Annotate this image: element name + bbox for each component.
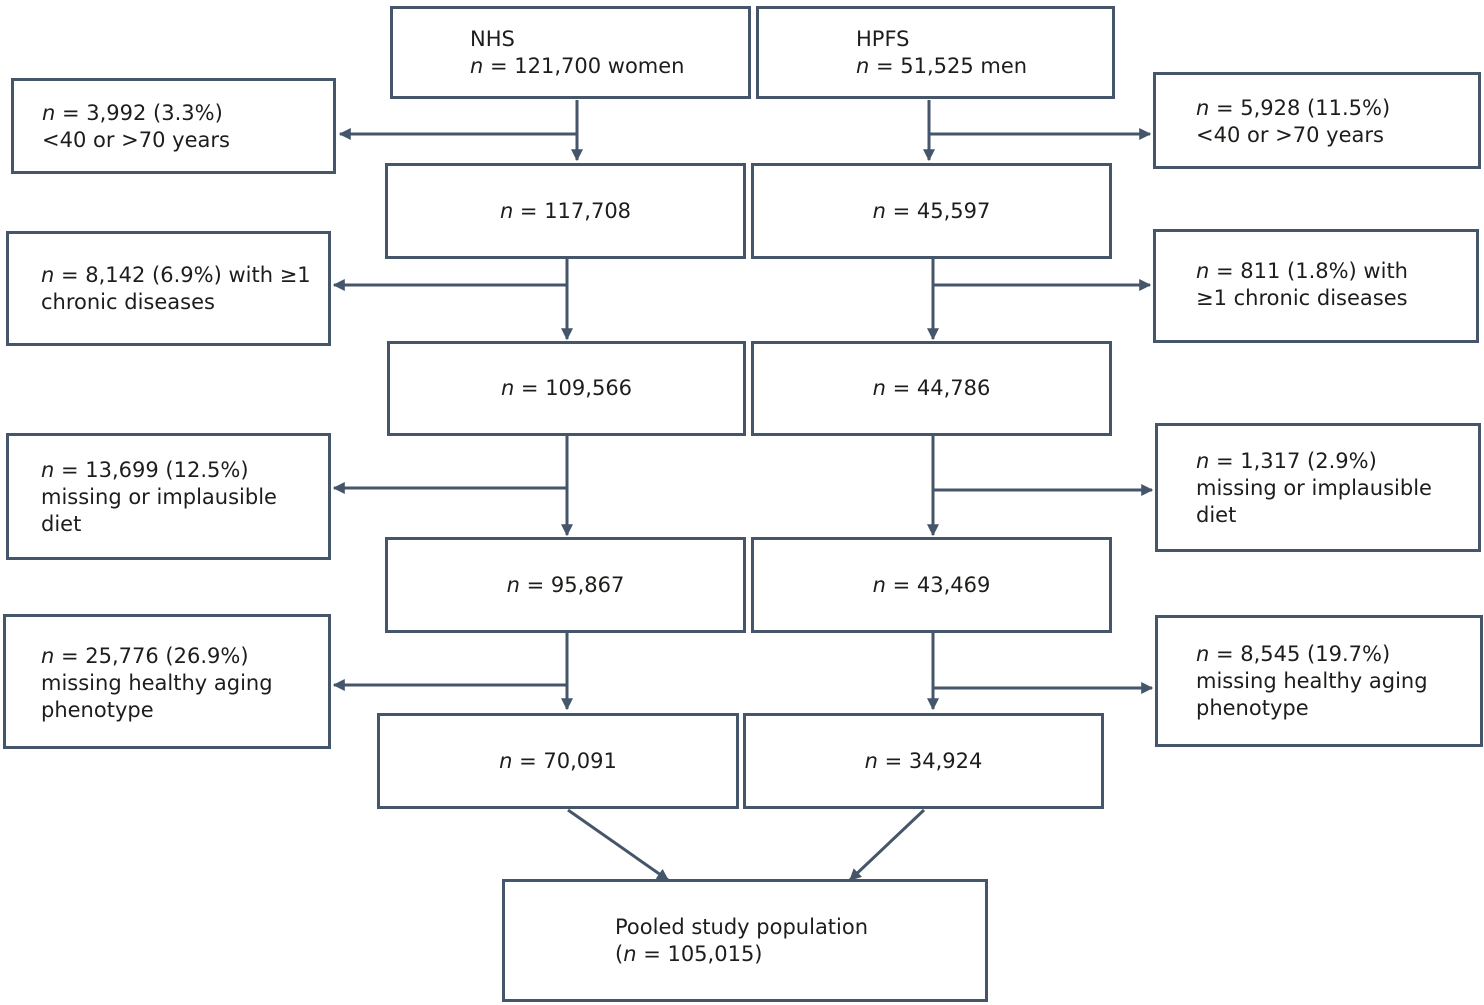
n-symbol: n (856, 54, 870, 78)
nhs-step-4-value: = 70,091 (512, 748, 617, 773)
nhs-exclusion-3-count: = 13,699 (12.5%) (54, 458, 249, 482)
n-symbol: n (1196, 449, 1210, 473)
nhs-exclusion-1-box: n = 3,992 (3.3%) <40 or >70 years (11, 78, 336, 174)
hpfs-count: n = 51,525 men (856, 53, 1112, 80)
nhs-exclusion-4-line1: n = 25,776 (26.9%) (41, 643, 328, 670)
nhs-exclusion-4-count: = 25,776 (26.9%) (54, 644, 249, 668)
hpfs-exclusion-2-line1: n = 811 (1.8%) with (1196, 258, 1476, 285)
nhs-cohort-box: NHS n = 121,700 women (390, 6, 751, 99)
n-symbol: n (506, 572, 520, 597)
nhs-exclusion-2-box: n = 8,142 (6.9%) with ≥1 chronic disease… (6, 231, 331, 346)
nhs-step-3-value: = 95,867 (519, 572, 625, 597)
hpfs-cohort-box: HPFS n = 51,525 men (756, 6, 1115, 99)
nhs-count: n = 121,700 women (470, 53, 748, 80)
nhs-exclusion-3-line2: missing or implausible (41, 485, 277, 509)
hpfs-title: HPFS (856, 27, 910, 51)
nhs-exclusion-3-line3: diet (41, 512, 82, 536)
n-symbol: n (623, 942, 637, 966)
merge-arrow-hpfs (848, 808, 926, 882)
hpfs-exclusion-2-line2: ≥1 chronic diseases (1196, 286, 1408, 310)
nhs-exclusion-1-line2: <40 or >70 years (42, 128, 230, 152)
nhs-step-1-text: n = 117,708 (500, 198, 631, 225)
hpfs-step-1-text: n = 45,597 (873, 198, 991, 225)
nhs-exclusion-4-box: n = 25,776 (26.9%) missing healthy aging… (3, 614, 331, 749)
n-symbol: n (41, 263, 55, 287)
hpfs-exclusion-4-count: = 8,545 (19.7%) (1209, 642, 1391, 666)
hpfs-exclusion-3-line3: diet (1196, 503, 1237, 527)
nhs-step-2-value: = 109,566 (514, 376, 633, 400)
hpfs-exclusion-4-line3: phenotype (1196, 696, 1309, 720)
nhs-count-value: = 121,700 women (483, 54, 685, 78)
hpfs-exclusion-1-line2: <40 or >70 years (1196, 123, 1384, 147)
hpfs-exclusion-4-line2: missing healthy aging (1196, 669, 1428, 693)
hpfs-exclusion-3-box: n = 1,317 (2.9%) missing or implausible … (1155, 423, 1481, 552)
hpfs-step-2-value: = 44,786 (885, 376, 991, 400)
nhs-exclusion-1-count: = 3,992 (3.3%) (55, 101, 223, 125)
pooled-value: = 105,015) (636, 942, 763, 966)
n-symbol: n (872, 198, 886, 223)
n-symbol: n (470, 54, 484, 78)
merge-arrow-nhs (567, 808, 669, 882)
n-symbol: n (1196, 642, 1210, 666)
n-symbol: n (41, 458, 55, 482)
nhs-title: NHS (470, 27, 515, 51)
n-symbol: n (1196, 96, 1210, 120)
n-symbol: n (499, 748, 513, 773)
n-symbol: n (872, 376, 886, 400)
hpfs-step-3-box: n = 43,469 (751, 537, 1112, 633)
nhs-exclusion-2-line1: n = 8,142 (6.9%) with ≥1 (41, 262, 328, 289)
hpfs-exclusion-2-count: = 811 (1.8%) with (1209, 259, 1408, 283)
nhs-step-1-value: = 117,708 (513, 198, 632, 223)
pooled-population-box: Pooled study population (n = 105,015) (502, 879, 988, 1002)
hpfs-step-3-text: n = 43,469 (873, 572, 991, 599)
nhs-step-1-box: n = 117,708 (385, 163, 746, 259)
hpfs-exclusion-1-box: n = 5,928 (11.5%) <40 or >70 years (1153, 72, 1481, 169)
hpfs-exclusion-3-line1: n = 1,317 (2.9%) (1196, 448, 1478, 475)
n-symbol: n (499, 198, 514, 223)
nhs-exclusion-3-line1: n = 13,699 (12.5%) (41, 457, 328, 484)
nhs-exclusion-2-line2: chronic diseases (41, 290, 215, 314)
hpfs-step-3-value: = 43,469 (885, 572, 991, 597)
hpfs-step-4-value: = 34,924 (877, 748, 983, 773)
n-symbol: n (1196, 259, 1210, 283)
hpfs-exclusion-1-line1: n = 5,928 (11.5%) (1196, 95, 1478, 122)
n-symbol: n (500, 376, 515, 400)
n-symbol: n (41, 644, 55, 668)
hpfs-exclusion-1-count: = 5,928 (11.5%) (1209, 96, 1391, 120)
nhs-step-3-text: n = 95,867 (507, 572, 625, 599)
hpfs-step-2-box: n = 44,786 (751, 341, 1112, 436)
hpfs-exclusion-4-line1: n = 8,545 (19.7%) (1196, 641, 1480, 668)
hpfs-exclusion-3-count: = 1,317 (2.9%) (1209, 449, 1377, 473)
nhs-exclusion-3-box: n = 13,699 (12.5%) missing or implausibl… (6, 433, 331, 560)
pooled-count: (n = 105,015) (615, 941, 985, 968)
nhs-exclusion-4-line3: phenotype (41, 698, 154, 722)
n-symbol: n (864, 748, 878, 773)
hpfs-exclusion-4-box: n = 8,545 (19.7%) missing healthy aging … (1155, 615, 1483, 747)
nhs-step-3-box: n = 95,867 (385, 537, 746, 633)
n-symbol: n (872, 572, 886, 597)
pooled-title: Pooled study population (615, 915, 869, 939)
hpfs-step-4-box: n = 34,924 (743, 713, 1104, 809)
hpfs-step-4-text: n = 34,924 (865, 748, 983, 775)
nhs-step-4-text: n = 70,091 (499, 748, 617, 775)
n-symbol: n (42, 101, 56, 125)
nhs-exclusion-2-count: = 8,142 (6.9%) with ≥1 (54, 263, 311, 287)
hpfs-count-value: = 51,525 men (869, 54, 1028, 78)
pooled-open-paren: ( (615, 942, 624, 966)
hpfs-exclusion-2-box: n = 811 (1.8%) with ≥1 chronic diseases (1153, 229, 1479, 343)
hpfs-step-1-value: = 45,597 (885, 198, 991, 223)
nhs-step-2-text: n = 109,566 (501, 375, 632, 402)
nhs-exclusion-1-line1: n = 3,992 (3.3%) (42, 100, 333, 127)
hpfs-step-1-box: n = 45,597 (751, 163, 1112, 259)
nhs-step-2-box: n = 109,566 (387, 341, 746, 436)
nhs-step-4-box: n = 70,091 (377, 713, 739, 809)
hpfs-step-2-text: n = 44,786 (873, 375, 991, 402)
nhs-exclusion-4-line2: missing healthy aging (41, 671, 273, 695)
hpfs-exclusion-3-line2: missing or implausible (1196, 476, 1432, 500)
